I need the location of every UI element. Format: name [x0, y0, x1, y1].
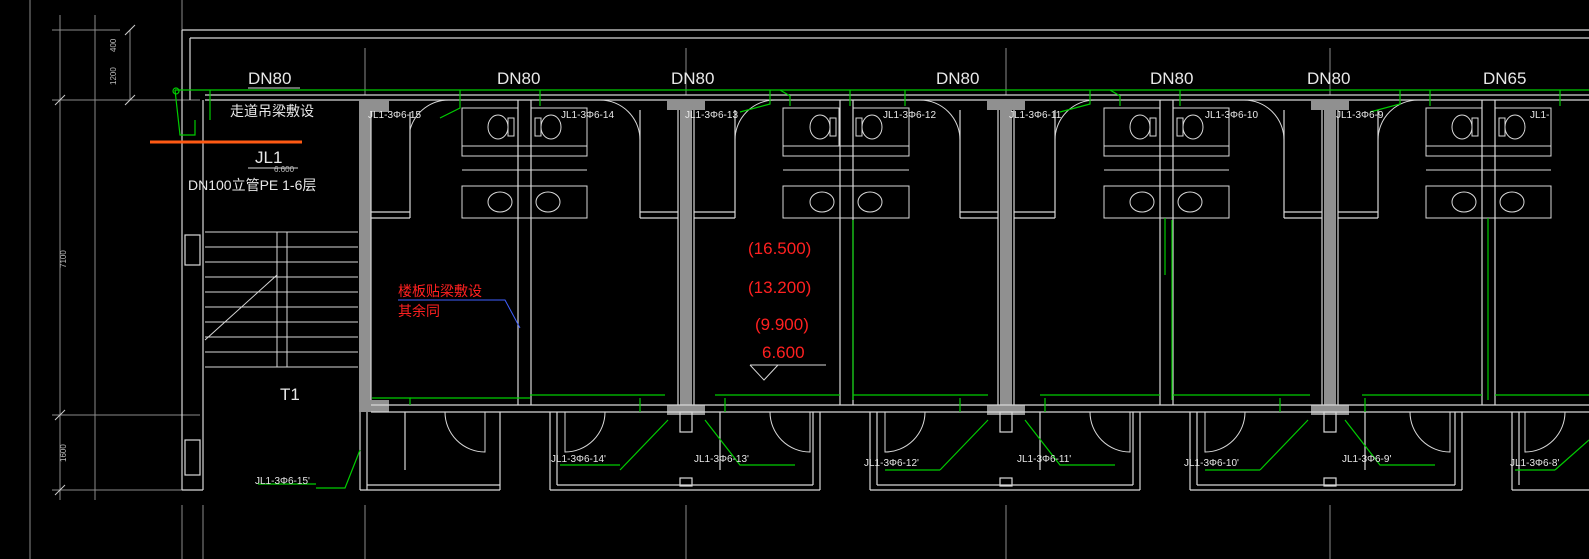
pipe-tag-top-12: JL1-3Φ6-12: [883, 110, 936, 121]
pipe-tag-top-8: JL1-: [1530, 110, 1549, 121]
floor-level-13200: (13.200): [748, 278, 811, 297]
pipe-tag-bottom-15: JL1-3Φ6-15': [255, 476, 310, 487]
pipe-tag-top-10: JL1-3Φ6-10: [1205, 110, 1258, 121]
dim-400: 400: [109, 38, 118, 52]
pipe-tag-top-15: JL1-3Φ6-15: [368, 110, 421, 121]
pipe-tag-top-11: JL1-3Φ6-11: [1009, 110, 1062, 121]
grid-lines: [29, 0, 1331, 559]
elevation-value: 6.600: [762, 343, 805, 362]
fixture-group-1: [461, 107, 588, 219]
pipe-tag-bottom-13: JL1-3Φ6-13': [694, 454, 749, 465]
dn-label-5: DN80: [1150, 69, 1193, 88]
elevation-symbol: [749, 364, 826, 381]
corridor-label: 走道吊梁敷设: [230, 103, 314, 119]
staircase: [204, 231, 358, 368]
annotation-leader: [398, 299, 521, 329]
pipe-tag-bottom-12: JL1-3Φ6-12': [864, 458, 919, 469]
dim-7100: 7100: [59, 250, 68, 268]
pipe-tag-bottom-8: JL1-3Φ6-8': [1510, 458, 1559, 469]
annotation-line-2: 其余同: [398, 303, 440, 319]
columns: [359, 100, 1349, 415]
dn-label-7: DN65: [1483, 69, 1526, 88]
dn-label-3: DN80: [671, 69, 714, 88]
pipe-tag-top-9: JL1-3Φ6-9: [1336, 110, 1384, 121]
dn-label-4: DN80: [936, 69, 979, 88]
dn-label-6: DN80: [1307, 69, 1350, 88]
pipe-tag-bottom-10: JL1-3Φ6-10': [1184, 458, 1239, 469]
pipe-tag-top-13: JL1-3Φ6-13: [685, 110, 738, 121]
dn-label-2: DN80: [497, 69, 540, 88]
pipe-tag-bottom-14: JL1-3Φ6-14': [551, 454, 606, 465]
riser-id: JL1: [255, 148, 282, 167]
stair-label: T1: [280, 385, 300, 404]
pipe-tag-bottom-11: JL1-3Φ6-11': [1017, 454, 1071, 465]
floor-level-9900: (9.900): [755, 315, 809, 334]
dn-label-1: DN80: [248, 69, 291, 88]
pipe-tag-top-14: JL1-3Φ6-14: [561, 110, 614, 121]
pipe-tag-bottom-9: JL1-3Φ6-9': [1342, 454, 1391, 465]
annotation-line-1: 楼板贴梁敷设: [398, 283, 482, 299]
riser-desc: DN100立管PE 1-6层: [188, 177, 316, 193]
building-walls: [181, 29, 1589, 491]
fixture-group-2: [782, 107, 910, 219]
water-pipes: [172, 87, 1589, 489]
dimension-ticks: [54, 24, 136, 496]
dim-1200: 1200: [109, 67, 118, 85]
doors: [409, 99, 1566, 453]
fixture-group-3: [1103, 107, 1230, 219]
fixture-group-4: [1425, 107, 1552, 219]
dim-1600: 1600: [59, 444, 68, 462]
bathroom-fixtures: [461, 107, 1552, 219]
room-partitions: [359, 100, 1589, 491]
small-elevation: 6.600: [274, 165, 295, 174]
floor-level-16500: (16.500): [748, 239, 811, 258]
